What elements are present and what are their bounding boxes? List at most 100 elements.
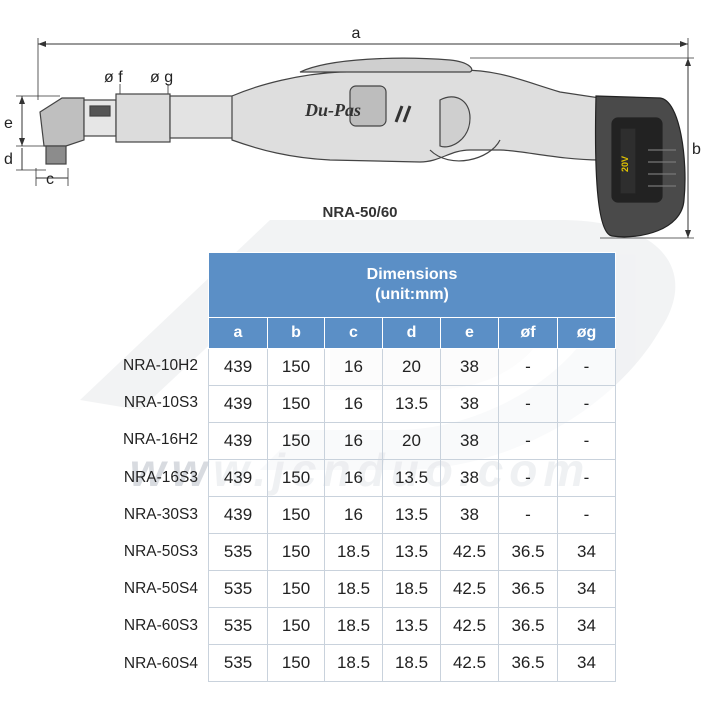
- table-cell: 150: [267, 570, 325, 608]
- table-cell: 150: [267, 607, 325, 645]
- table-cell: 535: [208, 607, 268, 645]
- table-cell: 34: [557, 644, 616, 682]
- table-cell: 150: [267, 533, 325, 571]
- table-cell: 150: [267, 422, 325, 460]
- table-cell: -: [557, 422, 616, 460]
- table-cell: 34: [557, 607, 616, 645]
- table-cell: 439: [208, 496, 268, 534]
- table-cell: 13.5: [382, 385, 441, 423]
- table-cell: -: [557, 459, 616, 497]
- table-cell: 20: [382, 422, 441, 460]
- table-cell: 150: [267, 385, 325, 423]
- dim-label-a: a: [352, 25, 361, 42]
- table-cell: 535: [208, 644, 268, 682]
- table-cell: 18.5: [324, 533, 383, 571]
- table-cell: 36.5: [498, 607, 558, 645]
- table-cell: 150: [267, 459, 325, 497]
- table-cell: 16: [324, 422, 383, 460]
- table-cell: -: [498, 385, 558, 423]
- table-cell: -: [557, 496, 616, 534]
- table-cell: 18.5: [324, 607, 383, 645]
- table-cell: 42.5: [440, 644, 499, 682]
- table-title-line2: (unit:mm): [375, 286, 449, 303]
- angle-head: [39, 93, 235, 165]
- row-label-model: NRA-16H2: [123, 431, 198, 449]
- row-label-model: NRA-60S4: [123, 654, 198, 672]
- table-cell: 439: [208, 385, 268, 423]
- column-header: øg: [557, 317, 616, 349]
- table-cell: 535: [208, 570, 268, 608]
- table-cell: 38: [440, 496, 499, 534]
- dim-label-c: c: [46, 171, 54, 188]
- table-cell: 42.5: [440, 570, 499, 608]
- brand-logo: Du-Pas: [304, 100, 361, 120]
- table-cell: 439: [208, 422, 268, 460]
- tool-drawing: a b e d c ø f ø g Du-Pas: [4, 25, 701, 239]
- table-cell: -: [557, 385, 616, 423]
- table-cell: 13.5: [382, 459, 441, 497]
- table-title-line1: Dimensions: [366, 266, 458, 283]
- battery-label: 20V: [620, 156, 630, 172]
- table-cell: 16: [324, 496, 383, 534]
- table-cell: 34: [557, 533, 616, 571]
- model-caption: NRA-50/60: [322, 204, 398, 221]
- table-cell: 34: [557, 570, 616, 608]
- table-cell: 42.5: [440, 533, 499, 571]
- table-cell: 36.5: [498, 533, 558, 571]
- table-cell: -: [498, 348, 558, 386]
- table-cell: 150: [267, 348, 325, 386]
- table-cell: 18.5: [324, 570, 383, 608]
- row-label-model: NRA-30S3: [123, 505, 198, 523]
- column-header: b: [267, 317, 325, 349]
- brand-slash-icon: [394, 105, 412, 123]
- table-title: Dimensions (unit:mm): [208, 252, 616, 318]
- row-label-model: NRA-10H2: [123, 357, 198, 374]
- battery-pack: [594, 95, 686, 238]
- table-cell: 16: [324, 459, 383, 497]
- dim-label-d: d: [4, 151, 13, 168]
- column-header: d: [382, 317, 441, 349]
- column-header: a: [208, 317, 268, 349]
- table-cell: 42.5: [440, 607, 499, 645]
- column-header: e: [440, 317, 499, 349]
- tool-body: [231, 57, 601, 163]
- table-cell: 18.5: [324, 644, 383, 682]
- table-cell: 38: [440, 459, 499, 497]
- dim-label-f: ø f: [104, 69, 123, 86]
- column-header: c: [324, 317, 383, 349]
- table-cell: 13.5: [382, 496, 441, 534]
- table-cell: 13.5: [382, 607, 441, 645]
- dim-label-g: ø g: [150, 69, 173, 86]
- table-cell: 18.5: [382, 570, 441, 608]
- table-cell: 535: [208, 533, 268, 571]
- row-label-model: NRA-10S3: [123, 394, 198, 412]
- table-cell: 16: [324, 385, 383, 423]
- table-cell: 38: [440, 348, 499, 386]
- table-cell: 36.5: [498, 570, 558, 608]
- table-cell: -: [498, 459, 558, 497]
- table-cell: -: [498, 422, 558, 460]
- table-cell: 38: [440, 385, 499, 423]
- table-cell: 439: [208, 459, 268, 497]
- column-header: øf: [498, 317, 558, 349]
- table-cell: 20: [382, 348, 441, 386]
- row-label-model: NRA-50S4: [123, 580, 198, 598]
- row-label-model: NRA-60S3: [123, 617, 198, 635]
- table-cell: -: [557, 348, 616, 386]
- table-cell: 150: [267, 644, 325, 682]
- table-cell: 150: [267, 496, 325, 534]
- table-cell: 16: [324, 348, 383, 386]
- row-label-model: NRA-16S3: [123, 468, 198, 486]
- dim-label-b: b: [692, 141, 701, 158]
